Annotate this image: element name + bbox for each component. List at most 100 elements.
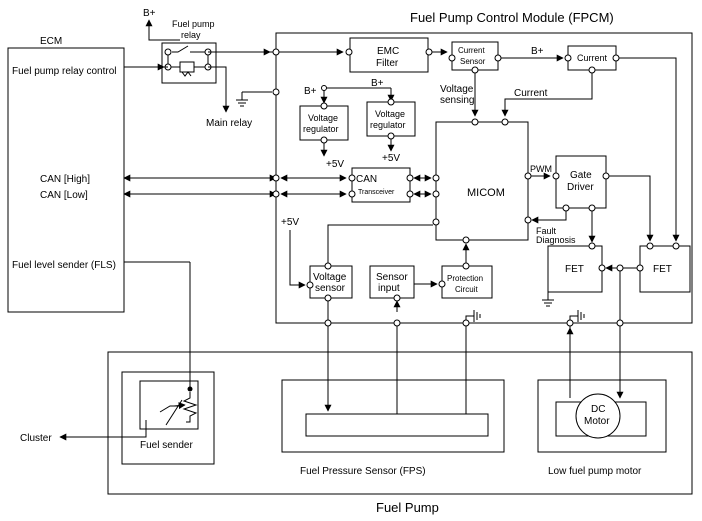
current-out-terminal (612, 54, 620, 62)
ground-symbol (236, 92, 248, 107)
vreg1-bottom-terminal (320, 136, 328, 144)
cluster-label: Cluster (20, 433, 52, 444)
fault-label-1: Fault (536, 226, 557, 236)
can-tx-out-high (406, 174, 414, 182)
can-tx-label-2: Transceiver (358, 189, 395, 196)
motor-fpcm-terminal (616, 319, 624, 327)
voltage-regulator-1-block (299, 105, 349, 141)
vreg1-label-2: regulator (303, 124, 339, 134)
current-sensor-label-2: Sensor (460, 57, 486, 66)
fet2-drain-terminal (672, 242, 680, 250)
fet2-gate-terminal (646, 242, 654, 250)
micom-vsense-terminal (471, 118, 479, 126)
main-relay-wire (208, 66, 227, 112)
voltage-sensing-label-2: sensing (440, 95, 474, 106)
fps-supply-terminal (324, 319, 332, 327)
vsensor-top-terminal (324, 262, 332, 270)
current-sensor-label-1: Current (458, 46, 485, 55)
fault-wire (532, 211, 567, 221)
relay-terminal (164, 48, 172, 56)
vreg2-bplus-label: B+ (371, 78, 384, 89)
low-fuel-pump-motor-label: Low fuel pump motor (548, 466, 642, 477)
vreg2-label-1: Voltage (375, 109, 405, 119)
emc-label-1: EMC (377, 46, 399, 57)
relay-label-1: Fuel pump (172, 19, 215, 29)
fet-2-block (639, 245, 691, 293)
can-high-fpcm-terminal (272, 174, 280, 182)
dc-motor-label-1: DC (591, 404, 605, 415)
vsensor-bottom-terminal (324, 294, 332, 302)
gate-driver-in-terminal (552, 172, 560, 180)
fps-sensor-element (305, 413, 489, 437)
fps-signal-terminal (393, 319, 401, 327)
current-to-fet-wire (619, 57, 677, 241)
micom-current-terminal (501, 118, 509, 126)
fuel-level-sender-label: Fuel level sender (FLS) (12, 260, 116, 271)
emc-in-terminal (345, 48, 353, 56)
can-tx-in-high (348, 174, 356, 182)
fuel-sender-wiper-arrow (173, 402, 186, 410)
micom-block (435, 121, 529, 241)
micom-vsensor-terminal (432, 218, 440, 226)
vsensor-supply-wire (289, 230, 305, 286)
vreg1-bplus-label: B+ (304, 86, 317, 97)
vreg1-5v-label: +5V (326, 159, 344, 170)
fet1-drain-terminal (598, 264, 606, 272)
emc-out-terminal (425, 48, 433, 56)
motor-return-terminal (566, 319, 574, 327)
fps-frame (281, 379, 505, 453)
current-in-terminal (564, 54, 572, 62)
cluster-wire-stub (140, 420, 147, 438)
relay-bplus-label: B+ (143, 8, 156, 19)
vreg2-label-2: regulator (370, 120, 406, 130)
fet-2-label: FET (653, 264, 672, 275)
micom-fault-terminal (524, 216, 532, 224)
protection-in-terminal (438, 280, 446, 288)
current-block-label: Current (577, 53, 608, 63)
fuel-pump-label: Fuel Pump (376, 500, 439, 515)
fpcm-power-terminal (272, 48, 280, 56)
sensor-input-block (369, 265, 415, 299)
fet2-source-terminal (636, 264, 644, 272)
gate-driver-out-terminal (602, 172, 610, 180)
relay-label-2: relay (181, 30, 201, 40)
gate-to-fet2-wire (609, 175, 651, 241)
fet-link-node (616, 264, 624, 272)
sensor-bottom-terminal (471, 66, 479, 74)
pwm-label: PWM (530, 164, 552, 174)
fpcm-ground-terminal (272, 88, 280, 96)
vreg2-bottom-terminal (387, 132, 395, 140)
can-tx-out-low (406, 190, 414, 198)
fuel-pump-frame (107, 351, 693, 495)
sensor-input-bottom-terminal (393, 294, 401, 302)
voltage-regulator-2-block (366, 101, 416, 137)
protection-label-1: Protection (447, 274, 483, 283)
vreg2-top-terminal (387, 98, 395, 106)
motor-ground-symbol (569, 310, 585, 322)
can-tx-label-1: CAN (356, 174, 377, 185)
relay-switch (172, 45, 206, 53)
micom-can-low-terminal (432, 190, 440, 198)
protection-top-terminal (462, 262, 470, 270)
vreg1-top-terminal (320, 102, 328, 110)
fet-1-label: FET (565, 264, 584, 275)
vsensor-in-terminal (306, 281, 314, 289)
current-bottom-terminal (588, 66, 596, 74)
current-sensor-in-terminal (448, 54, 456, 62)
protection-circuit-block (441, 265, 493, 299)
vreg-bus-node (321, 85, 327, 91)
vsensor-label-2: sensor (315, 283, 346, 294)
can-high-label: CAN [High] (40, 174, 90, 185)
dc-motor-circle (575, 393, 621, 439)
sensor-input-label-1: Sensor (376, 272, 408, 283)
gate-driver-label-1: Gate (570, 170, 592, 181)
fps-label: Fuel Pressure Sensor (FPS) (300, 466, 426, 477)
voltage-sensing-label-1: Voltage (440, 84, 474, 95)
fet1-gate-terminal (588, 242, 596, 250)
current-sensor-out-terminal (494, 54, 502, 62)
current-feedback-label: Current (514, 88, 548, 99)
dc-motor-label-2: Motor (584, 416, 610, 427)
vsensor-5v-label: +5V (281, 217, 299, 228)
can-low-label: CAN [Low] (40, 190, 88, 201)
micom-protection-terminal (462, 236, 470, 244)
